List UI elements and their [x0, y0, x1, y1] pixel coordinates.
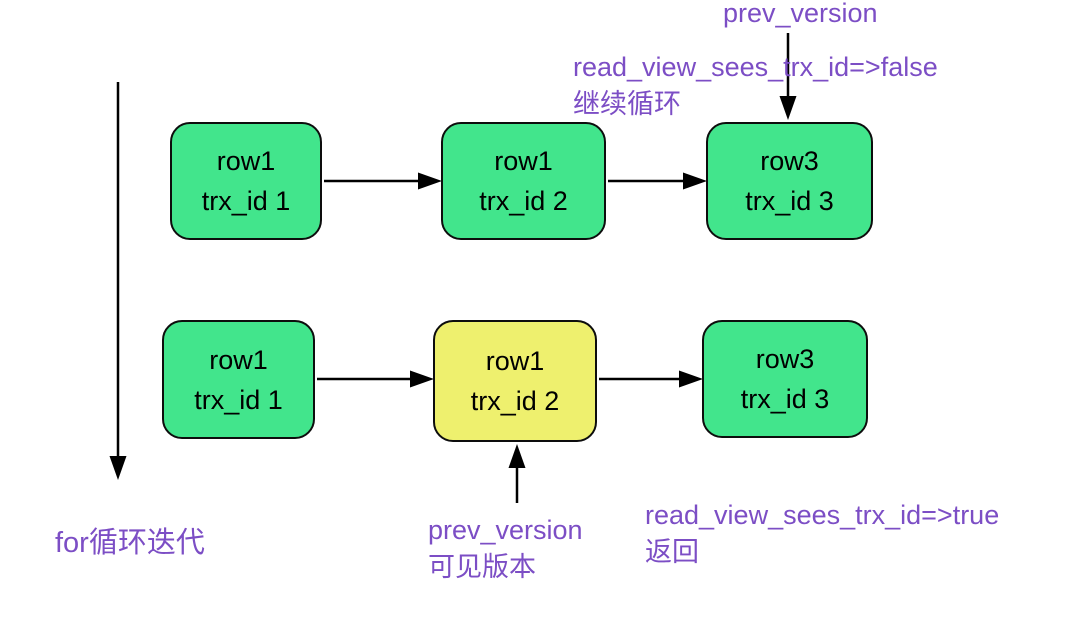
top-chain-arrow-2 — [608, 172, 707, 190]
node-trx-label: trx_id 3 — [740, 384, 830, 414]
top-chain-arrow-1 — [324, 172, 442, 190]
node-trx-label: trx_id 1 — [201, 186, 291, 216]
bottom-prev-version-label: prev_version 可见版本 — [428, 512, 583, 586]
version-node-top-3: row3 trx_id 3 — [706, 122, 873, 240]
node-row-label: row1 — [494, 146, 553, 176]
node-row-label: row3 — [755, 344, 815, 374]
node-trx-label: trx_id 2 — [479, 186, 568, 216]
bottom-chain-arrow-1 — [317, 370, 434, 388]
bottom-chain-arrow-2 — [599, 370, 703, 388]
node-trx-label: trx_id 1 — [194, 384, 283, 415]
node-row-label: row1 — [485, 346, 545, 376]
bottom-result-line2: 返回 — [645, 537, 699, 567]
top-result-line2: 继续循环 — [573, 89, 681, 119]
node-row-label: row1 — [216, 146, 276, 176]
version-node-bottom-3: row3 trx_id 3 — [702, 320, 868, 438]
top-result-line1: read_view_sees_trx_id=>false — [573, 52, 938, 82]
version-node-top-1: row1 trx_id 1 — [170, 122, 322, 240]
version-node-bottom-1: row1 trx_id 1 — [162, 320, 315, 439]
version-node-bottom-2-visible: row1 trx_id 2 — [433, 320, 597, 442]
node-row-label: row1 — [209, 344, 268, 375]
top-prev-version-label: prev_version — [723, 0, 878, 28]
node-row-label: row3 — [760, 146, 819, 176]
top-prev-version-arrow — [779, 33, 797, 120]
loop-direction-arrow — [109, 82, 127, 480]
bottom-prev-version-arrow — [508, 444, 526, 503]
bottom-result-label: read_view_sees_trx_id=>true 返回 — [645, 497, 999, 571]
bottom-pointer-line2: 可见版本 — [428, 552, 536, 582]
node-trx-label: trx_id 2 — [470, 386, 560, 416]
top-result-label: read_view_sees_trx_id=>false 继续循环 — [573, 49, 938, 123]
bottom-result-line1: read_view_sees_trx_id=>true — [645, 500, 1000, 530]
bottom-pointer-line1: prev_version — [428, 515, 583, 545]
for-loop-label: for循环迭代 — [55, 527, 205, 559]
node-trx-label: trx_id 3 — [745, 186, 834, 216]
version-node-top-2: row1 trx_id 2 — [441, 122, 606, 240]
